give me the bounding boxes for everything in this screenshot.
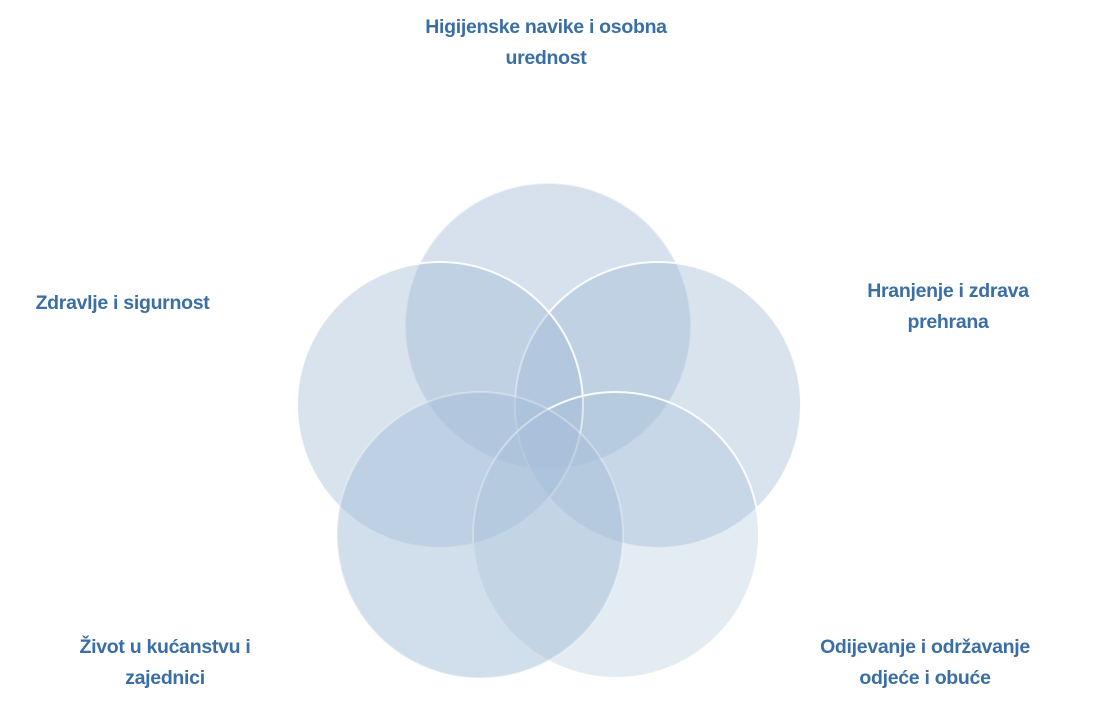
label-line: zajednici	[125, 667, 205, 689]
label-line: odjeće i obuće	[859, 667, 991, 689]
label-line: prehrana	[907, 311, 989, 333]
label-line: Zdravlje i sigurnost	[35, 292, 210, 314]
label-health: Zdravlje i sigurnost	[0, 288, 245, 319]
label-line: urednost	[505, 47, 587, 69]
label-line: Hranjenje i zdrava	[867, 280, 1029, 302]
label-line: Higijenske navike i osobna	[425, 16, 667, 38]
label-clothing: Odijevanje i održavanje odjeće i obuće	[780, 632, 1070, 694]
label-hygiene: Higijenske navike i osobna urednost	[346, 12, 746, 74]
label-nutrition: Hranjenje i zdrava prehrana	[848, 276, 1048, 338]
label-line: Odijevanje i održavanje	[820, 636, 1030, 658]
circle-household	[336, 391, 624, 679]
label-household: Život u kućanstvu i zajednici	[40, 632, 290, 694]
label-line: Život u kućanstvu i	[79, 636, 251, 658]
